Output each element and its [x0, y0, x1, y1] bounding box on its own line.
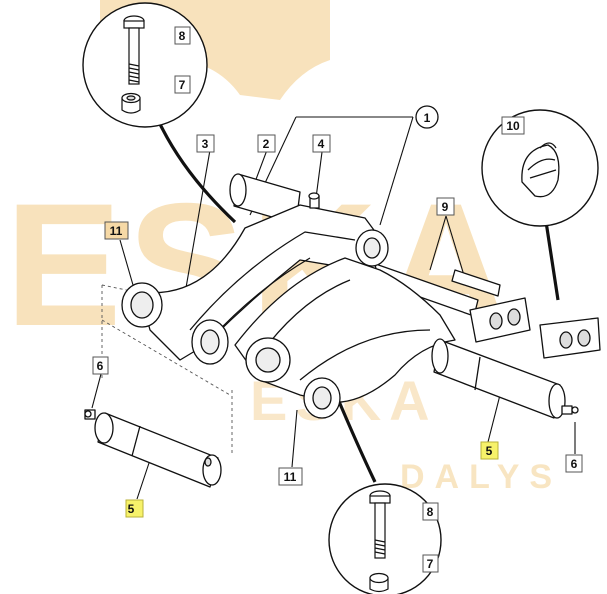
callout-7-top: 7: [174, 75, 191, 94]
pivot-pin-left: [94, 412, 222, 488]
bushing-left: [121, 282, 163, 328]
callout-2: 2: [257, 134, 276, 153]
grease-nipple-left: [84, 409, 96, 420]
svg-text:10: 10: [506, 119, 520, 133]
watermark-sub: DALYS: [400, 458, 562, 496]
svg-text:9: 9: [442, 200, 449, 214]
callout-3: 3: [196, 134, 215, 153]
svg-text:11: 11: [284, 470, 297, 484]
svg-text:7: 7: [179, 78, 186, 92]
callouts: 1 2 3 4 9 10 11 11: [92, 26, 583, 573]
callout-10: 10: [501, 116, 525, 135]
bushing-upper-right: [355, 229, 389, 267]
callout-5-right: 5: [480, 441, 499, 460]
nut-top-icon: [121, 92, 141, 114]
callout-1: 1: [415, 105, 439, 129]
callout-9: 9: [436, 197, 455, 216]
callout-5-left: 5: [125, 499, 144, 518]
svg-text:6: 6: [97, 359, 104, 373]
svg-text:8: 8: [179, 29, 186, 43]
svg-text:11: 11: [110, 224, 123, 238]
shaft-plate-1: [469, 297, 531, 343]
callout-6-right: 6: [565, 454, 583, 473]
svg-text:3: 3: [202, 137, 209, 151]
shaft-plate-2: [539, 317, 601, 359]
lynch-pin-icon: [521, 142, 560, 198]
svg-text:8: 8: [427, 505, 434, 519]
loader-arm-assembly: [84, 173, 601, 488]
bushing-right: [245, 337, 291, 383]
nut-bottom-icon: [369, 572, 389, 593]
svg-text:6: 6: [571, 457, 578, 471]
callout-11-bottom: 11: [278, 467, 303, 486]
detail-circle-top: [82, 2, 208, 128]
grease-nipple-right: [561, 405, 579, 415]
a-frame-right-arm: [234, 257, 456, 403]
grease-nipple-top: [308, 192, 320, 209]
bushing-lower: [303, 377, 341, 419]
svg-text:5: 5: [486, 444, 493, 458]
callout-8-top: 8: [174, 26, 191, 45]
callout-11-top: 11: [104, 221, 129, 240]
svg-text:1: 1: [424, 111, 431, 125]
bolt-top-icon: [123, 15, 145, 85]
detail-circle-bottom: [328, 483, 442, 594]
callout-4: 4: [312, 134, 331, 153]
bolt-bottom-icon: [369, 490, 391, 559]
detail-circle-right: [481, 109, 599, 227]
callout-8-bottom: 8: [422, 502, 439, 521]
svg-text:7: 7: [427, 557, 434, 571]
svg-text:4: 4: [318, 137, 325, 151]
svg-text:2: 2: [263, 137, 270, 151]
callout-6-left: 6: [92, 356, 109, 375]
pivot-pin-right: [431, 338, 566, 419]
callout-7-bottom: 7: [422, 554, 439, 573]
svg-text:5: 5: [128, 502, 135, 516]
bushing-center: [191, 319, 229, 365]
